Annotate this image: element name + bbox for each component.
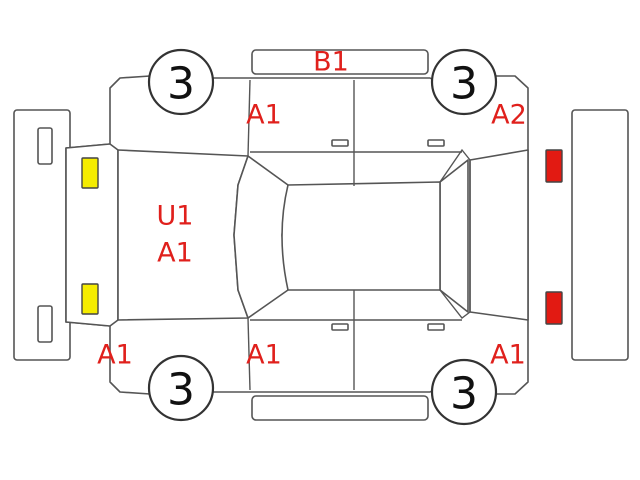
c-pillar-top: [439, 148, 471, 183]
svg-text:3: 3: [450, 59, 478, 110]
roof-panel: [281, 181, 441, 291]
a-pillar-top: [247, 79, 251, 157]
damage-code-front-corner-bottom: A1: [97, 340, 133, 371]
side-skirt-bottom: [251, 395, 429, 421]
svg-text:3: 3: [167, 365, 195, 416]
c-pillar-bottom: [439, 289, 471, 319]
svg-text:3: 3: [450, 369, 478, 420]
side-skirt-top: [251, 49, 429, 75]
wheel-front-left: 3: [147, 48, 215, 116]
rear-window: [439, 159, 469, 313]
svg-text:3: 3: [167, 59, 195, 110]
damage-code-front-door-bottom: A1: [246, 340, 282, 371]
damage-code-rear-quarter-bottom: A1: [490, 340, 526, 371]
damage-code-hood-1: U1: [157, 201, 194, 232]
a-pillar-bottom: [247, 317, 251, 391]
wheel-front-right: 3: [147, 354, 215, 422]
wheel-rear-right: 3: [430, 358, 498, 426]
door-handle-front-top: [331, 139, 349, 147]
damage-code-hood-2: A1: [157, 238, 193, 269]
rear-lamp-top: [545, 149, 563, 183]
windshield: [233, 155, 289, 319]
rear-lamp-bottom: [545, 291, 563, 325]
front-lamp-top: [81, 157, 99, 189]
damage-code-rear-quarter-top: A2: [491, 100, 527, 131]
hood-panel: [117, 149, 249, 321]
front-lamp-bottom: [81, 283, 99, 315]
wheel-rear-left: 3: [430, 48, 498, 116]
front-bumper: [13, 109, 71, 361]
door-handle-front-bottom: [331, 323, 349, 331]
rear-bumper: [571, 109, 629, 361]
door-handle-rear-bottom: [427, 323, 445, 331]
rear-panel: [469, 149, 529, 321]
damage-code-roof-top: B1: [313, 47, 349, 78]
damage-code-front-door-top: A1: [246, 100, 282, 131]
door-handle-rear-top: [427, 139, 445, 147]
